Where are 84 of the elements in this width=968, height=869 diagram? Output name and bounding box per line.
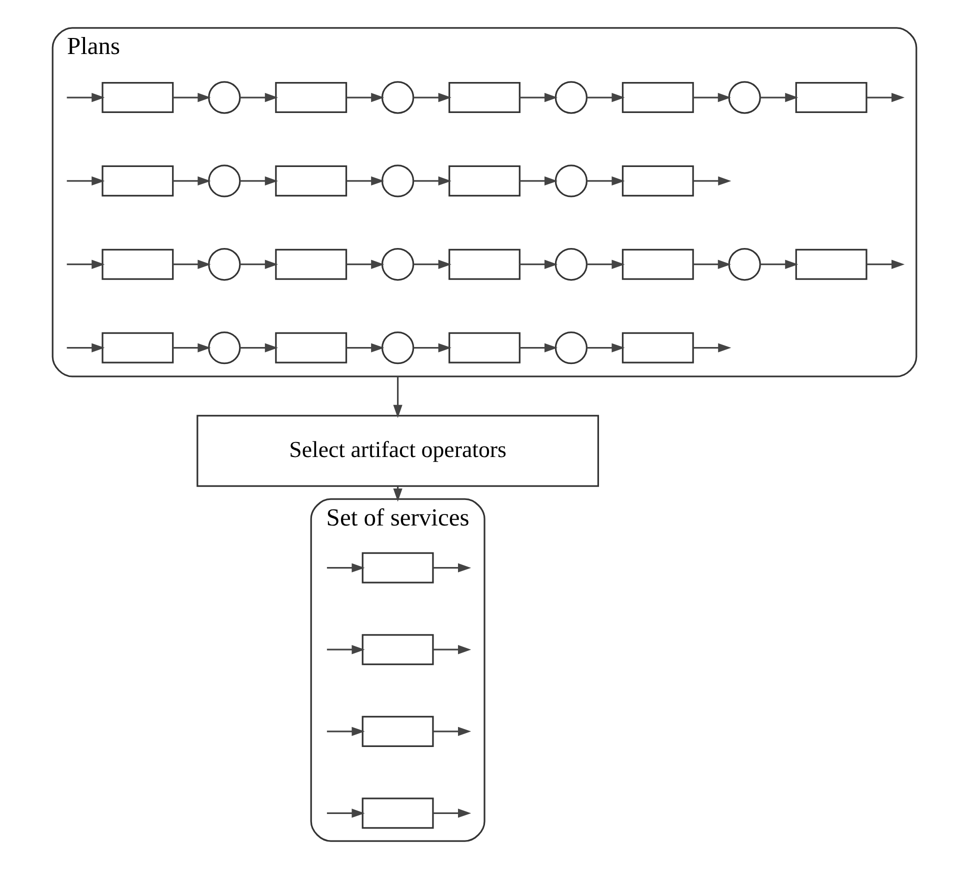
arrow	[519, 260, 558, 269]
arrow	[172, 176, 210, 186]
arrow	[692, 343, 731, 352]
arrow	[326, 808, 364, 818]
node-circle	[554, 164, 588, 198]
node-circle	[208, 81, 240, 114]
node-box	[621, 165, 694, 196]
node-circle	[554, 331, 588, 364]
node-box	[101, 332, 174, 364]
node-box	[448, 332, 520, 364]
arrow	[392, 376, 402, 418]
arrow	[412, 92, 451, 102]
node-box	[274, 165, 347, 196]
arrow	[239, 343, 278, 352]
arrow	[172, 343, 210, 352]
arrow	[412, 260, 451, 269]
node-box	[101, 82, 174, 114]
arrow	[239, 92, 278, 102]
arrow	[760, 260, 798, 269]
node-box	[621, 332, 694, 364]
arrow	[66, 260, 104, 269]
node-box	[101, 165, 174, 196]
node-circle	[380, 331, 414, 364]
arrow	[326, 563, 364, 572]
arrow	[239, 260, 278, 269]
node-circle	[208, 164, 240, 198]
node-box	[274, 332, 347, 364]
cluster: Plans	[51, 27, 917, 378]
node-circle	[554, 81, 588, 114]
arrow	[239, 176, 278, 186]
node-circle	[380, 164, 414, 198]
node-box	[361, 634, 434, 666]
arrow	[432, 563, 471, 572]
arrow	[66, 176, 104, 186]
node-box	[794, 82, 867, 114]
node-circle	[728, 248, 760, 281]
arrow	[692, 176, 731, 186]
cluster: Set of services	[310, 498, 485, 842]
arrow	[412, 176, 451, 186]
arrow	[519, 176, 558, 186]
node-circle	[380, 248, 414, 281]
arrow	[346, 343, 384, 352]
node-box	[274, 82, 347, 114]
arrow	[866, 260, 904, 269]
arrow	[326, 645, 364, 654]
arrow	[519, 343, 558, 352]
arrow	[432, 645, 471, 654]
node-box	[794, 248, 867, 280]
arrow	[692, 260, 730, 269]
node-box	[448, 82, 520, 114]
node-box	[274, 248, 347, 280]
node-circle	[208, 248, 240, 281]
arrow	[586, 260, 624, 269]
arrow	[519, 92, 558, 102]
arrow	[692, 92, 730, 102]
arrow	[326, 726, 364, 736]
arrow	[346, 260, 384, 269]
node-circle	[728, 81, 760, 114]
node-circle	[208, 331, 240, 364]
arrow	[66, 92, 104, 102]
node-box	[361, 552, 434, 584]
arrow	[346, 176, 384, 186]
node-box	[448, 165, 520, 196]
arrow	[172, 260, 210, 269]
node-box	[448, 248, 520, 280]
arrow	[866, 92, 904, 102]
arrow	[66, 343, 104, 352]
node-circle	[380, 81, 414, 114]
arrow	[172, 92, 210, 102]
node-box	[621, 248, 694, 280]
arrow	[760, 92, 798, 102]
node-box	[361, 798, 434, 829]
arrow	[586, 92, 624, 102]
node-circle	[554, 248, 588, 281]
arrow	[432, 808, 471, 818]
arrow	[586, 176, 624, 186]
arrow	[586, 343, 624, 352]
node-box	[621, 82, 694, 114]
node-box	[101, 248, 174, 280]
node-box: Select artifact operators	[196, 414, 599, 487]
arrow	[346, 92, 384, 102]
arrow	[412, 343, 451, 352]
arrow	[432, 726, 471, 736]
node-box	[361, 716, 434, 747]
